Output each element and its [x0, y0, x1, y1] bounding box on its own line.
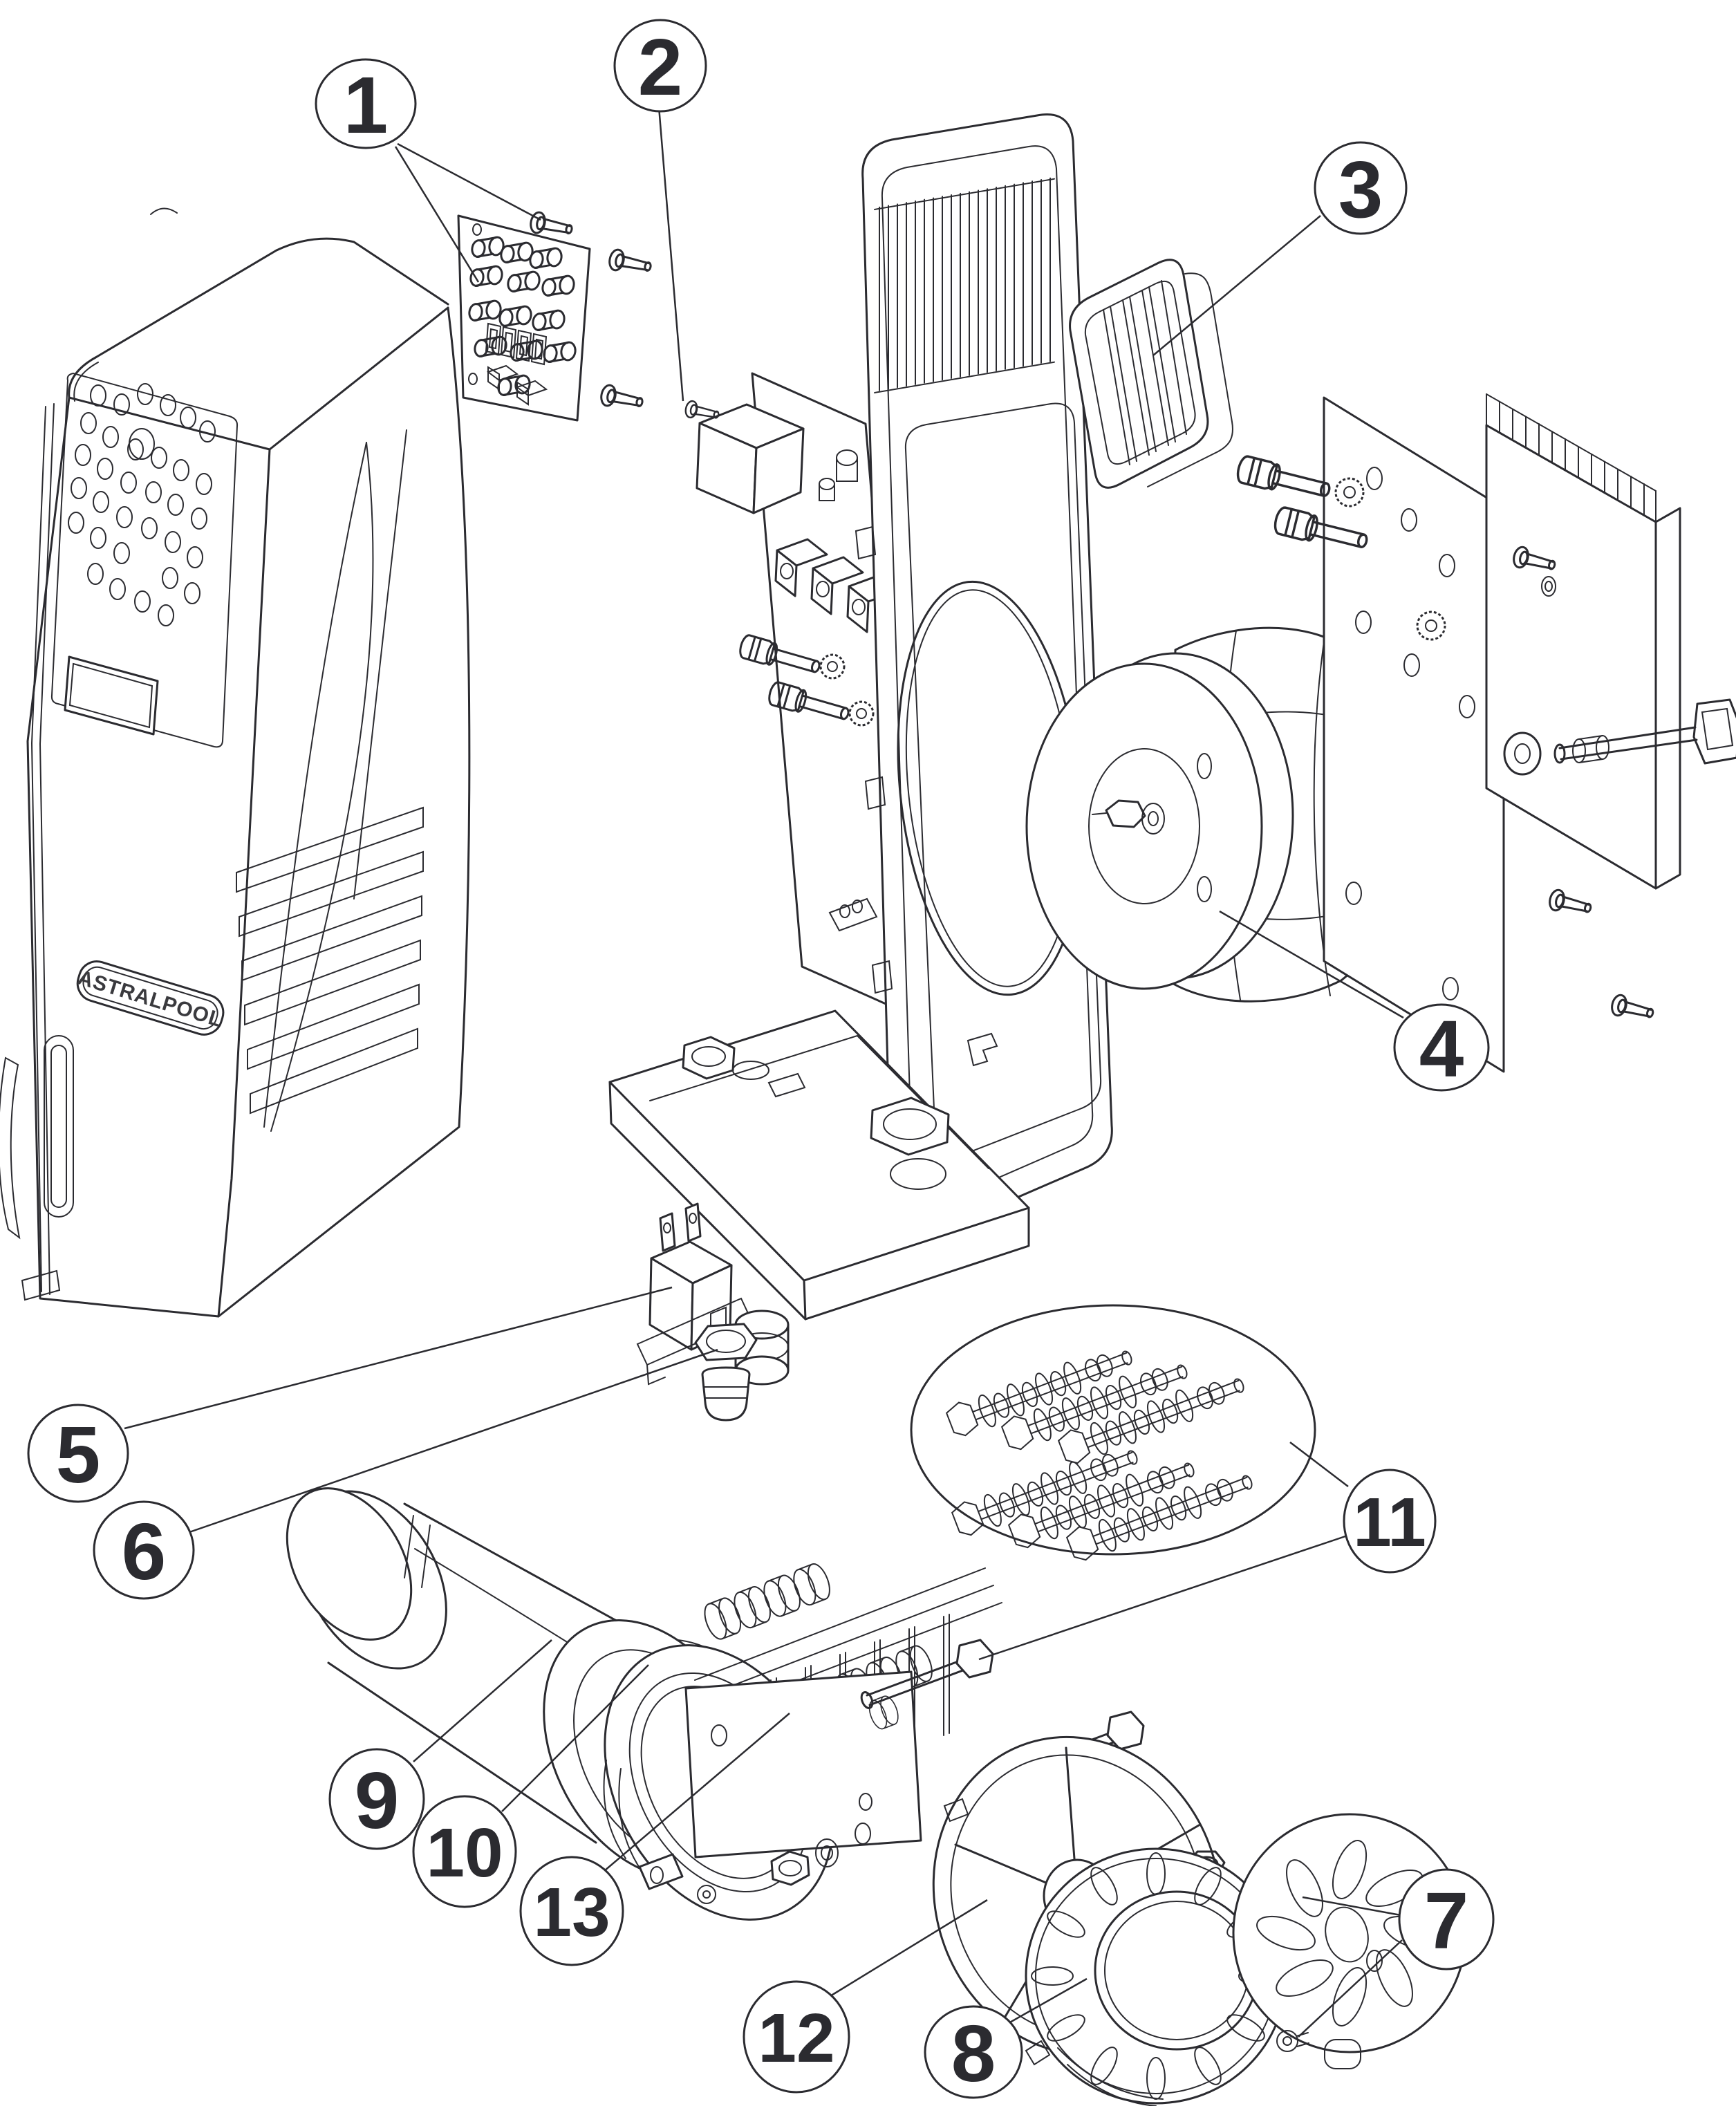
callout-3-number: 3: [1338, 145, 1383, 234]
connector: [828, 897, 878, 932]
control-panel: [50, 372, 239, 748]
callout-2-number: 2: [638, 22, 683, 112]
callout-13: 13: [519, 1856, 624, 1966]
grille-slats: [1103, 280, 1187, 465]
cable-gland: [694, 1310, 790, 1422]
housing: ASTRALPOOL: [0, 207, 471, 1318]
loose-nut-washers: [770, 1823, 871, 1886]
housing-foot: [21, 1269, 61, 1301]
callout-12-number: 12: [758, 2000, 834, 2077]
callout-11-number: 11: [1353, 1484, 1426, 1561]
callout-13-number: 13: [533, 1874, 610, 1951]
leader-lines: [124, 97, 1404, 2038]
heatsink: [1485, 393, 1681, 890]
callout-3: 3: [1314, 141, 1408, 235]
relay-block: [696, 403, 805, 514]
callout-5-number: 5: [56, 1410, 101, 1500]
hex-boss-large: [870, 1097, 950, 1156]
speaker-dots: [68, 383, 216, 626]
center-fixing: [1092, 799, 1165, 835]
hinge-capsule: [44, 1035, 74, 1218]
callout-4-number: 4: [1419, 1004, 1464, 1094]
callout-9: 9: [328, 1748, 425, 1850]
base-bracket: [608, 1009, 1030, 1422]
callout-6: 6: [93, 1500, 195, 1600]
cell-vessel: [286, 1487, 648, 1844]
ring-slots: [1031, 1852, 1281, 2100]
callout-10-number: 10: [426, 1814, 503, 1892]
side-louvers: [236, 806, 424, 1115]
callout-12: 12: [743, 1980, 850, 2094]
callout-8-number: 8: [951, 2009, 996, 2098]
callouts: 1 2 3 4 5 6 7 8: [27, 19, 1495, 2099]
terminal-block: [774, 538, 900, 633]
hardware-kit-bubble: [910, 1304, 1316, 1566]
long-bolt: [1503, 698, 1736, 776]
hex-boss-small: [682, 1036, 736, 1080]
door-edge-strip: [0, 1056, 21, 1240]
callout-8: 8: [924, 2005, 1023, 2099]
callout-6-number: 6: [122, 1507, 167, 1596]
mounting-plate: [1234, 393, 1736, 1073]
callout-4: 4: [1393, 1003, 1490, 1094]
callout-1-number: 1: [344, 60, 389, 150]
callout-2: 2: [613, 19, 707, 113]
callout-5: 5: [27, 1404, 129, 1503]
brand-badge: ASTRALPOOL: [75, 960, 225, 1036]
electrode-stack: [684, 1560, 1002, 1886]
vent-grille: [1069, 259, 1233, 489]
callout-7: 7: [1398, 1868, 1495, 1970]
callout-11: 11: [1343, 1469, 1437, 1574]
top-fins: [874, 177, 1055, 393]
callout-10: 10: [412, 1795, 517, 1908]
callout-1: 1: [315, 58, 417, 150]
seven-segment-display: [485, 322, 548, 366]
callout-7-number: 7: [1424, 1876, 1469, 1966]
display-window: [64, 655, 159, 736]
callout-9-number: 9: [355, 1755, 400, 1845]
display-board: [457, 209, 654, 422]
end-cap: [1232, 1813, 1467, 2069]
